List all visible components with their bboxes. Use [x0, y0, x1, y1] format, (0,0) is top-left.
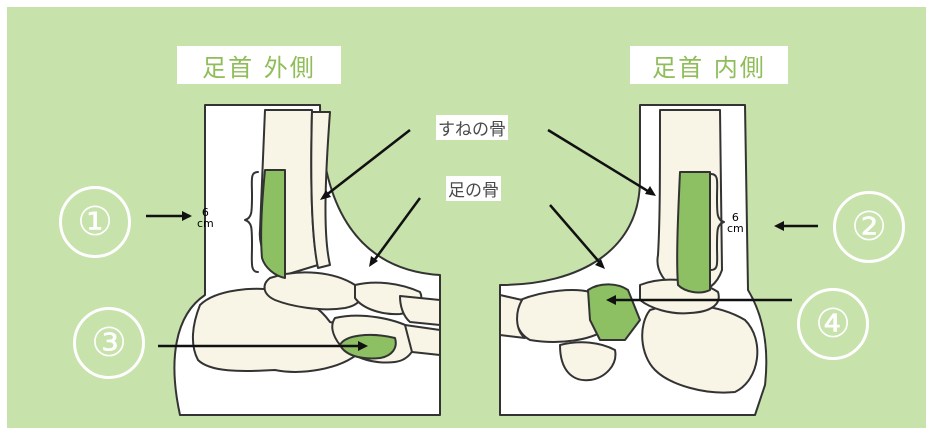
left-malleolus-highlight	[261, 170, 285, 278]
measurement-right: 6 cm	[727, 212, 744, 234]
measurement-left: 6 cm	[197, 207, 214, 229]
title-ankle-inner: 足首 内側	[630, 46, 788, 84]
right-malleolus-highlight	[677, 172, 710, 292]
marker-2: ②	[833, 191, 905, 263]
label-shin-bone: すねの骨	[436, 115, 508, 140]
measurement-left-unit: cm	[197, 218, 214, 229]
marker-4: ④	[797, 288, 869, 360]
label-foot-bone: 足の骨	[446, 176, 501, 201]
measurement-right-unit: cm	[727, 223, 744, 234]
marker-1: ①	[59, 186, 131, 258]
marker-3: ③	[73, 307, 145, 379]
title-ankle-outer: 足首 外側	[177, 46, 341, 84]
